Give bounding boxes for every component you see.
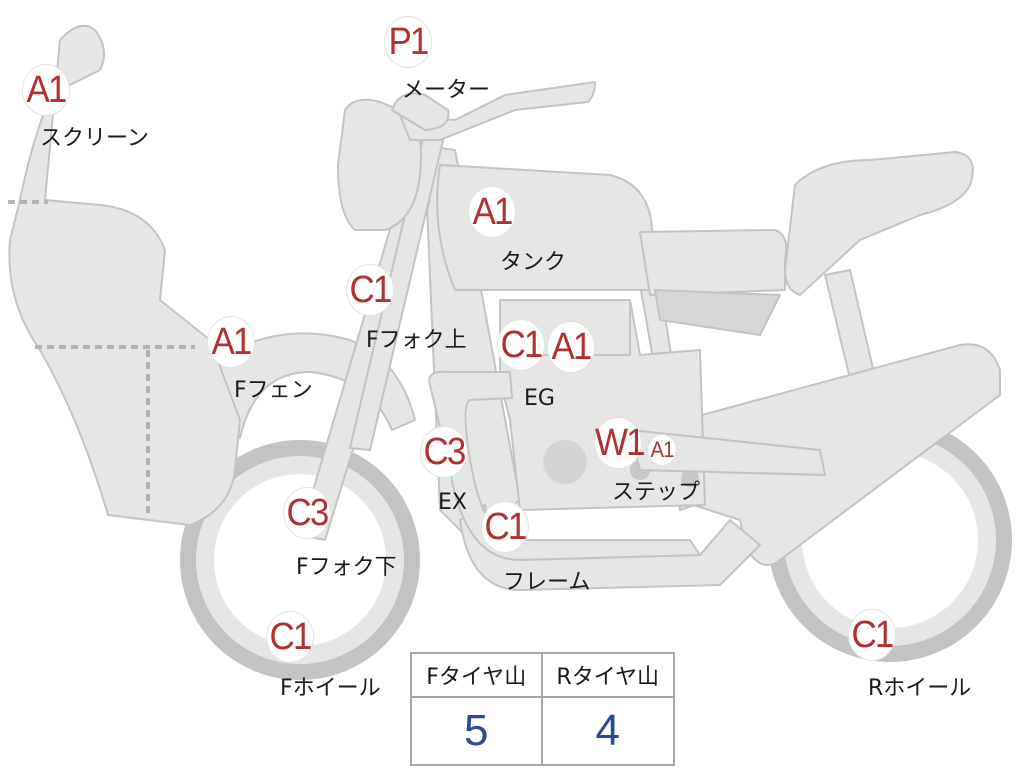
rear-wheel-badge[interactable]: C1	[849, 610, 895, 660]
screen-badge[interactable]: A1	[23, 65, 69, 115]
step-badge-1[interactable]: W1	[595, 418, 646, 468]
rear-seat-shape	[784, 151, 974, 296]
step-peg-shape-2	[681, 469, 699, 487]
engine-badge-2[interactable]: A1	[548, 322, 594, 372]
front-fork-upper-label: Fフォク上	[366, 328, 467, 353]
front-wheel-label: Fホイール	[280, 676, 381, 701]
front-fork-lower-badge[interactable]: C3	[284, 488, 330, 538]
exhaust-shape	[428, 370, 701, 561]
front-wheel-shape	[180, 440, 420, 680]
front-tire-tread-header: Fタイヤ山	[412, 654, 543, 698]
front-fork-upper-badge[interactable]: C1	[347, 265, 393, 315]
rear-tire-tread-header: Rタイヤ山	[542, 654, 673, 698]
tire-tread-table: Fタイヤ山 Rタイヤ山 5 4	[410, 652, 675, 766]
seat-cowl-shape	[654, 289, 781, 336]
front-wheel-badge[interactable]: C1	[267, 612, 313, 662]
front-fender-label: Fフェン	[234, 378, 313, 403]
engine-badge-1[interactable]: C1	[498, 320, 544, 370]
front-fender-badge[interactable]: A1	[208, 317, 254, 367]
exhaust-label: EX	[438, 490, 467, 515]
step-badge-2[interactable]: A1	[648, 435, 676, 465]
meter-label: メーター	[402, 78, 491, 103]
screen-shape	[8, 24, 241, 526]
tank-label: タンク	[500, 250, 567, 275]
exhaust-badge[interactable]: C3	[421, 427, 467, 477]
screen-label: スクリーン	[40, 126, 149, 151]
rear-tire-tread-value[interactable]: 4	[595, 706, 620, 755]
meter-shape	[391, 92, 450, 131]
rear-wheel-label: Rホイール	[868, 676, 972, 701]
headlight-shape	[337, 98, 422, 231]
engine-cover-shape	[543, 440, 587, 484]
step-label: ステップ	[612, 480, 701, 505]
frame-label: フレーム	[503, 570, 591, 595]
frame-badge[interactable]: C1	[482, 502, 528, 552]
handlebar-shape	[399, 81, 596, 141]
engine-label: EG	[524, 386, 555, 411]
seat-shape	[639, 229, 788, 296]
front-fork-lower-label: Fフォク下	[296, 555, 397, 580]
front-tire-tread-value[interactable]: 5	[412, 698, 543, 764]
tank-badge[interactable]: A1	[469, 187, 515, 237]
meter-badge[interactable]: P1	[385, 17, 431, 67]
